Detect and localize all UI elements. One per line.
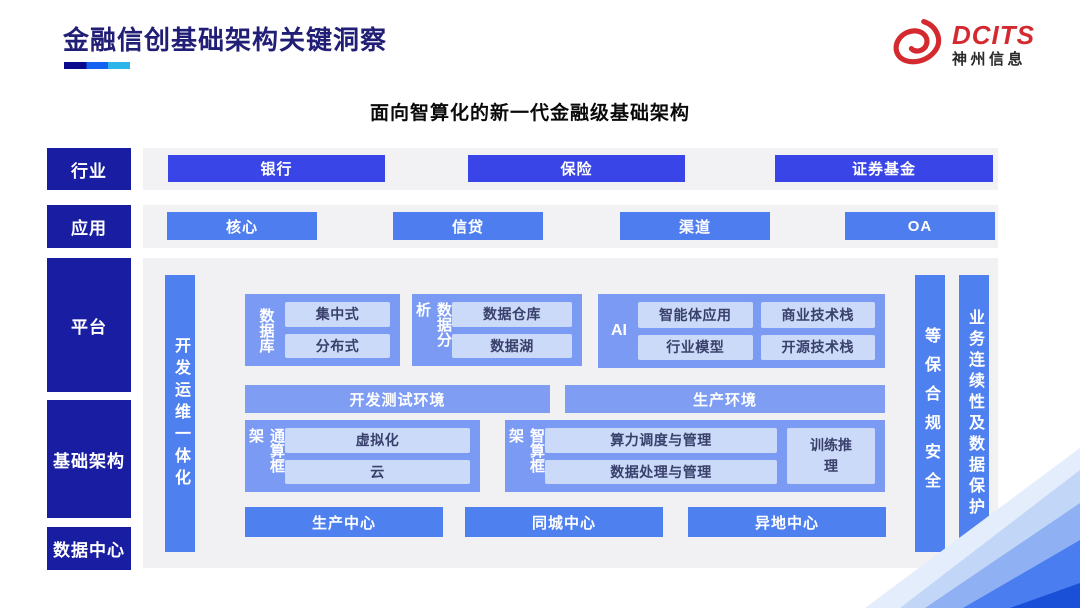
database-item-distributed: 分布式 [285, 333, 390, 358]
center-remote: 异地中心 [688, 507, 886, 537]
diagram-title: 面向智算化的新一代金融级基础架构 [369, 103, 690, 124]
row-label-datacenter: 数据中心 [47, 527, 131, 570]
industry-item-bank: 银行 [168, 155, 385, 182]
industry-item-insurance: 保险 [468, 155, 685, 182]
devops-bar-label: 开发运维一体化 [172, 336, 189, 491]
database-item-centralized: 集中式 [285, 302, 390, 327]
ai-item-opensource-stack: 开源技术栈 [760, 334, 875, 360]
row-label-application: 应用 [47, 205, 131, 248]
application-item-credit: 信贷 [393, 212, 543, 240]
analytics-group: 数据分析 数据仓库 数据湖 [412, 294, 582, 366]
intelligent-compute-item-dataprocessing: 数据处理与管理 [545, 459, 777, 484]
training-inference-box: 训练推理 [787, 428, 875, 484]
database-group: 数据库 集中式 分布式 [245, 294, 400, 366]
industry-item-securities: 证券基金 [775, 155, 993, 182]
general-compute-group: 通算框架 虚拟化 云 [245, 420, 480, 492]
logo-swirl-icon [890, 16, 944, 75]
ai-item-agent-app: 智能体应用 [638, 302, 753, 328]
application-item-oa: OA [845, 212, 995, 240]
ai-item-industry-model: 行业模型 [638, 334, 753, 360]
devops-bar: 开发运维一体化 [165, 275, 195, 552]
business-continuity-label: 业务连续性及数据保护 [966, 308, 983, 519]
row-label-infrastructure: 基础架构 [47, 400, 131, 518]
intelligent-compute-label: 智算框架 [507, 428, 545, 473]
devtest-environment-bar: 开发测试环境 [245, 385, 550, 413]
security-compliance-label: 等保合规安全 [922, 326, 939, 501]
company-logo: DCITS 神州信息 [890, 14, 1060, 76]
row-label-platform: 平台 [47, 258, 131, 392]
center-samecity: 同城中心 [465, 507, 663, 537]
analytics-group-label: 数据分析 [414, 302, 452, 347]
intelligent-compute-item-scheduling: 算力调度与管理 [545, 428, 777, 453]
center-production: 生产中心 [245, 507, 443, 537]
general-compute-label: 通算框架 [247, 428, 285, 473]
ai-group: AI 智能体应用 商业技术栈 行业模型 开源技术栈 [598, 294, 885, 368]
ai-item-commercial-stack: 商业技术栈 [760, 302, 875, 328]
logo-brand-text: DCITS [952, 20, 1035, 51]
production-environment-bar: 生产环境 [565, 385, 885, 413]
row-label-industry: 行业 [47, 148, 131, 190]
application-item-core: 核心 [167, 212, 317, 240]
title-underline-accent [64, 62, 130, 69]
analytics-item-warehouse: 数据仓库 [452, 302, 572, 327]
database-group-label: 数据库 [257, 307, 275, 353]
intelligent-compute-group: 智算框架 算力调度与管理 数据处理与管理 训练推理 [505, 420, 885, 492]
general-compute-item-cloud: 云 [285, 459, 470, 484]
corner-stripe-darkest [1010, 583, 1080, 608]
page-title: 金融信创基础架构关键洞察 [63, 25, 388, 55]
logo-company-text: 神州信息 [952, 51, 1027, 69]
general-compute-item-virtualization: 虚拟化 [285, 428, 470, 453]
business-continuity-bar: 业务连续性及数据保护 [959, 275, 989, 552]
ai-group-label: AI [611, 322, 627, 339]
analytics-item-lake: 数据湖 [452, 333, 572, 358]
application-item-channel: 渠道 [620, 212, 770, 240]
security-compliance-bar: 等保合规安全 [915, 275, 945, 552]
